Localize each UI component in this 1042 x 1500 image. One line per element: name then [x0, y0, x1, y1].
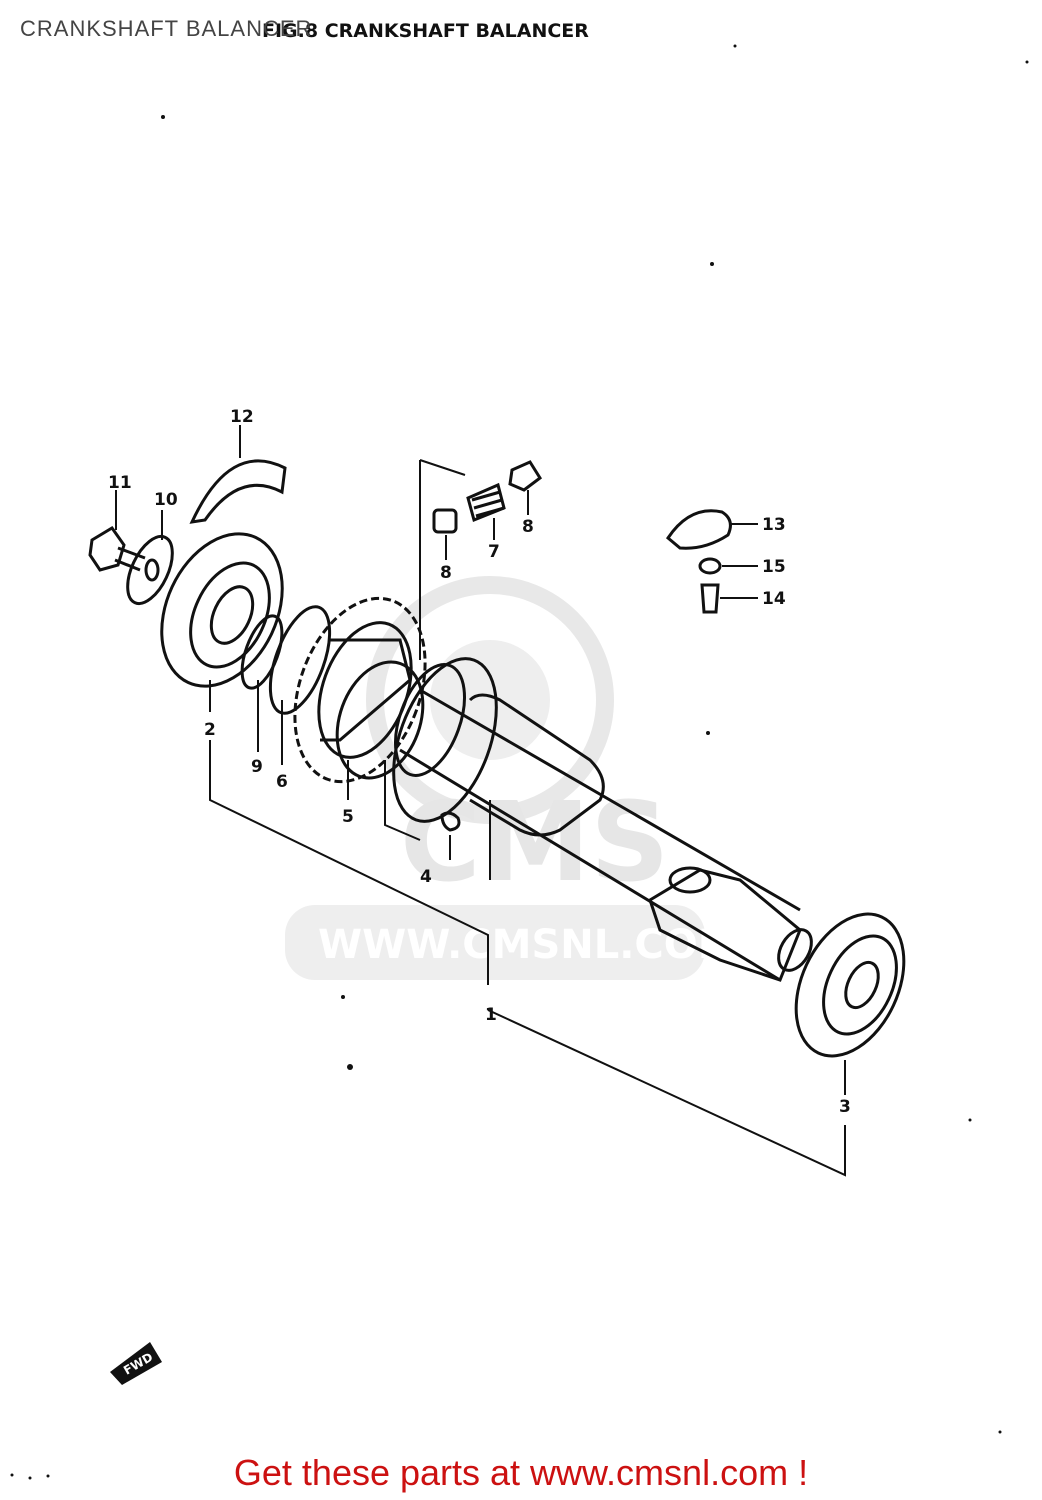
- callout-9: 9: [251, 757, 263, 777]
- callouts: 1 2 3 4 5 6 7 8 8 9 10 11 12 13 14 15: [108, 407, 851, 1117]
- callout-11: 11: [108, 473, 132, 493]
- bolt-and-washer: [88, 525, 174, 606]
- bearing-left: [160, 532, 284, 688]
- callout-3: 3: [839, 1097, 851, 1117]
- callout-15: 15: [762, 557, 786, 577]
- figure-title: FIG.8 CRANKSHAFT BALANCER: [262, 20, 589, 42]
- page-title: CRANKSHAFT BALANCER: [20, 16, 313, 41]
- fwd-arrow-icon: FWD: [110, 1342, 162, 1385]
- spring-and-plugs: [432, 460, 543, 534]
- watermark-url-text: WWW.CMSNL.COM: [318, 922, 738, 968]
- scan-specks: [10, 44, 1029, 1480]
- gear-hub: [335, 657, 498, 823]
- callout-12: 12: [230, 407, 254, 427]
- callout-14: 14: [762, 589, 786, 609]
- oil-seal-parts: [666, 509, 732, 614]
- watermark: CMS WWW.CMSNL.COM: [285, 576, 738, 980]
- callout-13: 13: [762, 515, 786, 535]
- callout-2: 2: [204, 720, 216, 740]
- callout-8-left: 8: [440, 563, 452, 583]
- callout-10: 10: [154, 490, 178, 510]
- callout-7: 7: [488, 542, 500, 562]
- callout-1: 1: [485, 1005, 497, 1025]
- leader-lines: [115, 425, 846, 1177]
- callout-4: 4: [420, 867, 432, 887]
- watermark-logo-text: CMS: [400, 778, 669, 906]
- circlip-and-washer: [240, 605, 332, 715]
- callout-8-right: 8: [522, 517, 534, 537]
- bearing-right: [794, 912, 906, 1058]
- balancer-shaft: [399, 688, 813, 982]
- footer-link[interactable]: Get these parts at www.cmsnl.com !: [233, 1452, 809, 1493]
- callout-6: 6: [276, 772, 288, 792]
- clip-12: [189, 459, 287, 524]
- callout-5: 5: [342, 807, 354, 827]
